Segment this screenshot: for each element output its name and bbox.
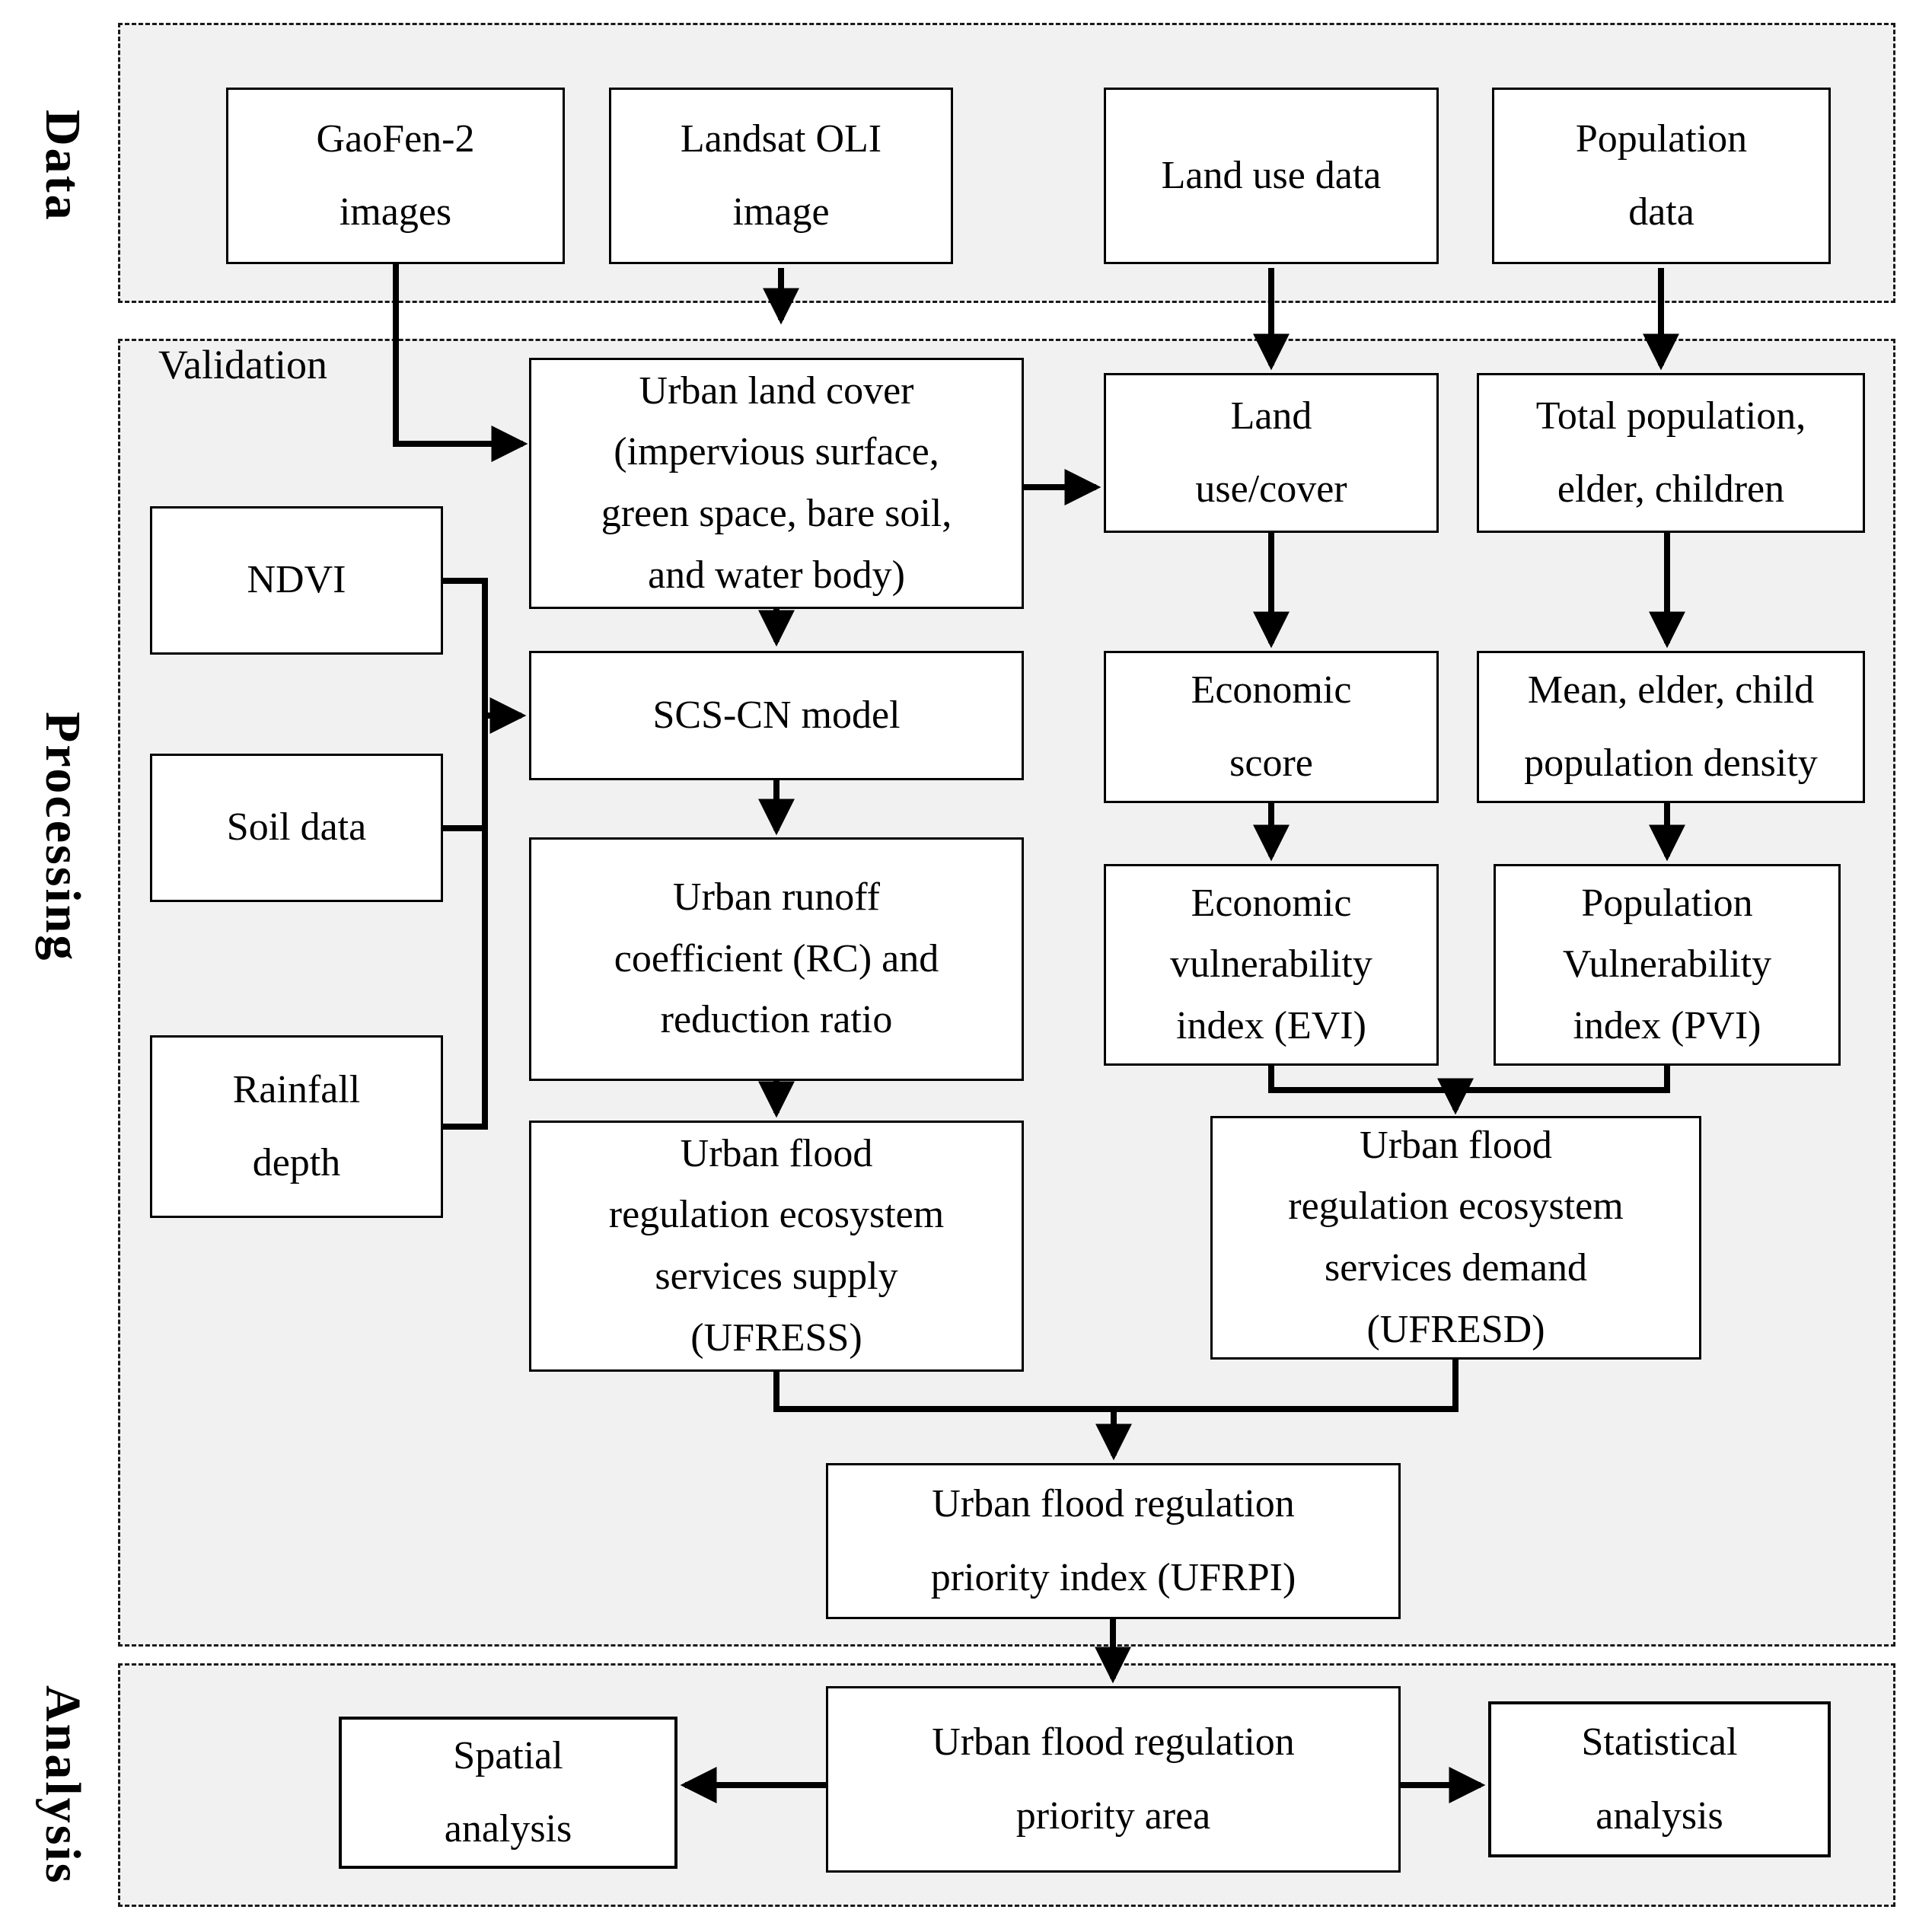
box-urban-runoff-coefficient-label: Urban runoff coefficient (RC) and reduct… [614, 875, 939, 1042]
box-pvi: Population Vulnerability index (PVI) [1494, 864, 1841, 1066]
box-ufrpi-label: Urban flood regulation priority index (U… [930, 1482, 1296, 1599]
box-land-use-data: Land use data [1104, 88, 1439, 264]
box-ufress-label: Urban flood regulation ecosystem service… [608, 1131, 945, 1360]
box-economic-score-label: Economic score [1191, 668, 1352, 785]
box-ufresd: Urban flood regulation ecosystem service… [1210, 1116, 1701, 1360]
box-ufress: Urban flood regulation ecosystem service… [529, 1121, 1024, 1372]
box-soil-data-label: Soil data [226, 805, 367, 850]
section-label-data: Data [35, 109, 91, 222]
box-pvi-label: Population Vulnerability index (PVI) [1562, 881, 1772, 1047]
box-soil-data: Soil data [150, 754, 443, 902]
box-land-use-cover-label: Land use/cover [1195, 394, 1347, 511]
box-urban-runoff-coefficient: Urban runoff coefficient (RC) and reduct… [529, 837, 1024, 1081]
box-scs-cn-model-label: SCS-CN model [652, 693, 901, 737]
box-spatial-analysis-label: Spatial analysis [444, 1733, 572, 1851]
section-label-analysis: Analysis [35, 1685, 91, 1886]
box-rainfall-depth: Rainfall depth [150, 1035, 443, 1218]
box-rainfall-depth-label: Rainfall depth [232, 1067, 361, 1184]
box-spatial-analysis: Spatial analysis [339, 1717, 677, 1869]
box-evi: Economic vulnerability index (EVI) [1104, 864, 1439, 1066]
box-land-use-data-label: Land use data [1161, 153, 1382, 197]
box-mean-density-label: Mean, elder, child population density [1524, 668, 1818, 785]
box-urban-land-cover: Urban land cover (impervious surface, gr… [529, 358, 1024, 609]
box-statistical-analysis: Statistical analysis [1488, 1701, 1831, 1857]
box-priority-area: Urban flood regulation priority area [826, 1686, 1401, 1873]
box-gaofen-images: GaoFen-2 images [226, 88, 565, 264]
box-ufresd-label: Urban flood regulation ecosystem service… [1288, 1123, 1624, 1351]
box-mean-density: Mean, elder, child population density [1477, 651, 1865, 803]
box-landsat-oli-image: Landsat OLI image [609, 88, 953, 264]
box-statistical-analysis-label: Statistical analysis [1581, 1720, 1738, 1838]
box-population-data: Population data [1492, 88, 1831, 264]
box-ndvi-label: NDVI [247, 558, 346, 602]
validation-label: Validation [158, 342, 327, 387]
box-scs-cn-model: SCS-CN model [529, 651, 1024, 780]
box-total-population: Total population, elder, children [1477, 373, 1865, 533]
box-land-use-cover: Land use/cover [1104, 373, 1439, 533]
box-gaofen-images-label: GaoFen-2 images [316, 116, 475, 234]
box-landsat-oli-image-label: Landsat OLI image [680, 116, 882, 234]
section-label-processing: Processing [35, 712, 91, 963]
box-economic-score: Economic score [1104, 651, 1439, 803]
box-population-data-label: Population data [1575, 116, 1748, 234]
box-ufrpi: Urban flood regulation priority index (U… [826, 1463, 1401, 1619]
box-urban-land-cover-label: Urban land cover (impervious surface, gr… [601, 368, 952, 597]
box-evi-label: Economic vulnerability index (EVI) [1170, 881, 1372, 1047]
box-total-population-label: Total population, elder, children [1535, 394, 1806, 511]
box-priority-area-label: Urban flood regulation priority area [932, 1720, 1295, 1838]
box-ndvi: NDVI [150, 506, 443, 655]
